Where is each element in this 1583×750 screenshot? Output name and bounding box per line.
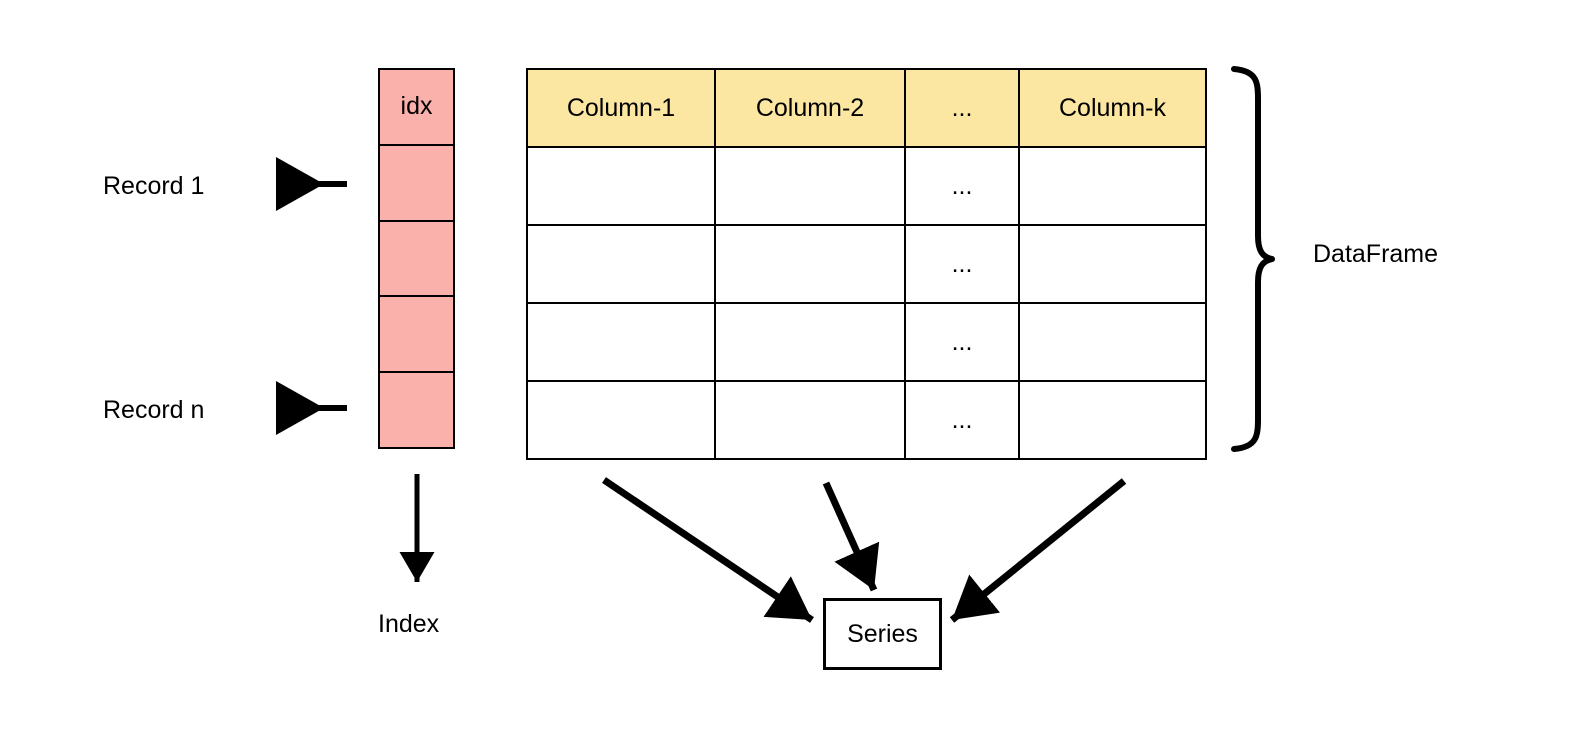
arrow-series-from-column-1: [602, 477, 814, 623]
table-row: ...: [526, 146, 1207, 226]
table-row: ...: [526, 302, 1207, 382]
arrow-series-from-column-k: [949, 478, 1127, 623]
series-label: Series: [847, 619, 918, 648]
brace-dataframe: [1231, 66, 1275, 452]
table-row: ...: [526, 380, 1207, 460]
index-cell: [380, 145, 453, 222]
table-cell-ellipsis: ...: [904, 302, 1020, 382]
table-cell: [526, 302, 716, 382]
table-cell: [1018, 380, 1207, 460]
label-dataframe: DataFrame: [1313, 240, 1439, 268]
column-header-k: Column-k: [1018, 68, 1207, 148]
table-cell: [1018, 146, 1207, 226]
table-cell-ellipsis: ...: [904, 224, 1020, 304]
arrow-series-from-column-2: [822, 481, 880, 592]
table-cell-ellipsis: ...: [904, 380, 1020, 460]
series-box: Series: [823, 598, 942, 670]
column-header-2: Column-2: [714, 68, 906, 148]
table-cell: [1018, 224, 1207, 304]
table-cell-ellipsis: ...: [904, 146, 1020, 226]
table-body: ... ... ... ...: [526, 146, 1207, 460]
table-cell: [714, 380, 906, 460]
index-cell: [380, 373, 453, 447]
column-header-1: Column-1: [526, 68, 716, 148]
index-cell: [380, 221, 453, 298]
index-header-cell: idx: [380, 70, 453, 146]
label-record-last: Record n: [103, 396, 205, 424]
column-header-ellipsis: ...: [904, 68, 1020, 148]
table-cell: [714, 224, 906, 304]
table-header: Column-1 Column-2 ... Column-k: [526, 68, 1207, 148]
label-record-first: Record 1: [103, 172, 205, 200]
table-row: ...: [526, 224, 1207, 304]
table-cell: [526, 224, 716, 304]
index-column: idx: [378, 68, 455, 449]
label-index: Index: [378, 610, 440, 638]
index-cell: [380, 297, 453, 374]
table-header-row: Column-1 Column-2 ... Column-k: [526, 68, 1207, 148]
table-cell: [526, 146, 716, 226]
table-cell: [714, 146, 906, 226]
table-cell: [714, 302, 906, 382]
dataframe-table: Column-1 Column-2 ... Column-k ... ...: [526, 68, 1207, 460]
table-cell: [1018, 302, 1207, 382]
table-cell: [526, 380, 716, 460]
